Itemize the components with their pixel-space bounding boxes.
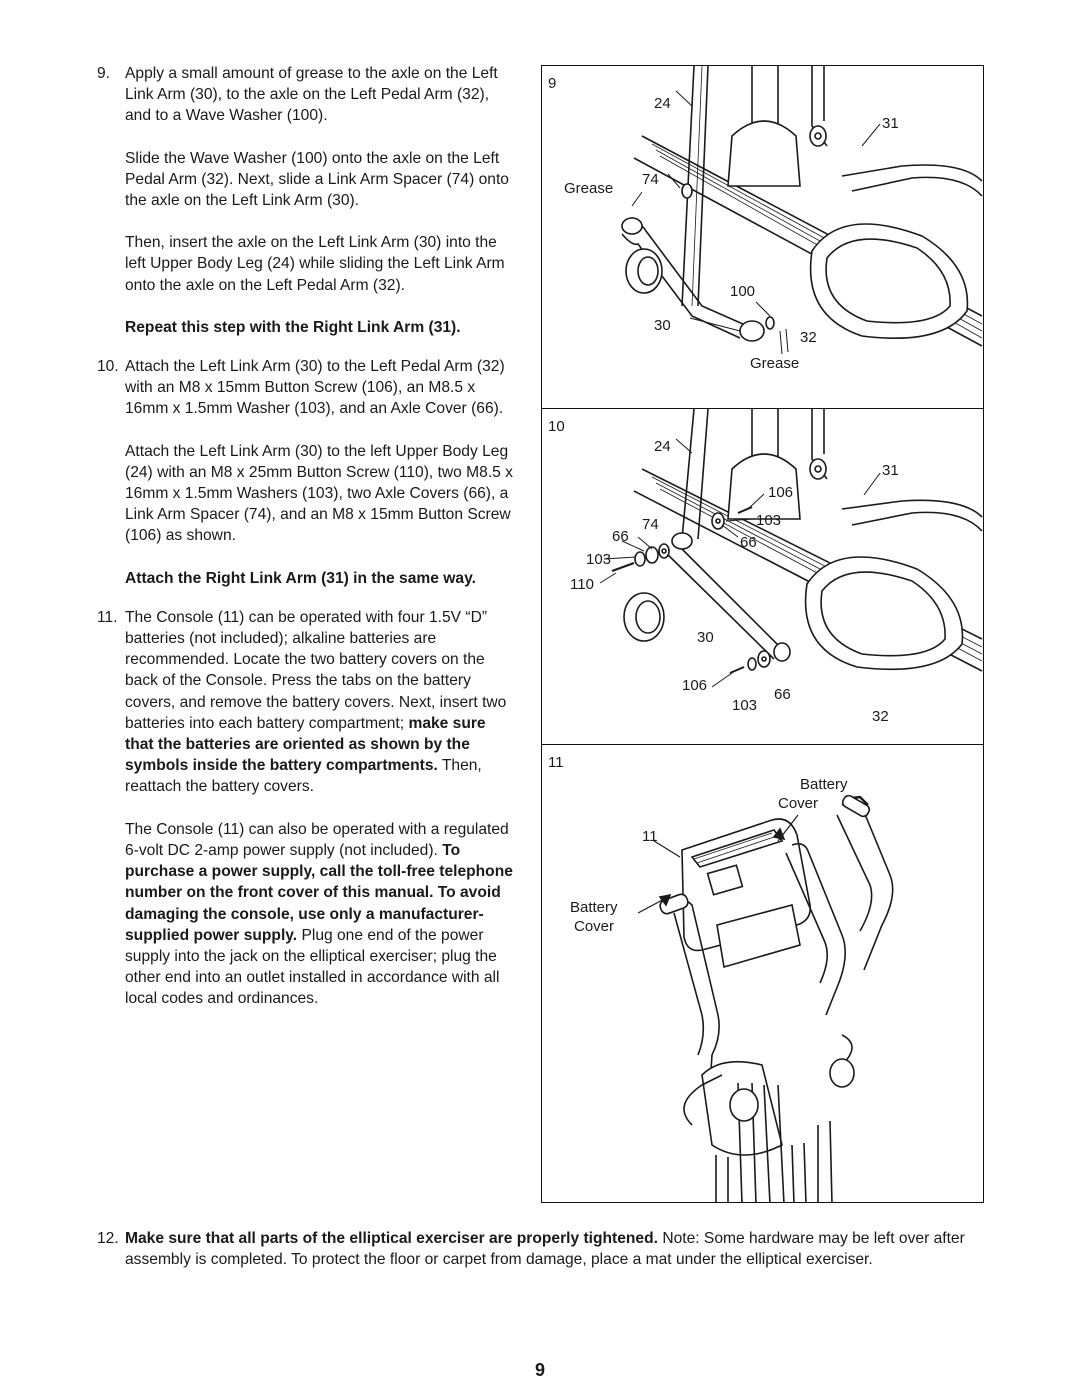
figure-10-label-106-bottom: 106 — [682, 677, 707, 694]
figure-10-label-66-right: 66 — [740, 534, 757, 551]
step-10-paragraph-2: Attach the Left Link Arm (30) to the lef… — [125, 442, 513, 545]
figure-11-label-battery-left: Battery — [570, 899, 618, 916]
figure-9-label-grease-top: Grease — [564, 180, 613, 197]
figure-11-label-cover-top: Cover — [778, 795, 818, 812]
figure-10-label-31: 31 — [882, 462, 899, 479]
step-12: 12. Make sure that all parts of the elli… — [97, 1228, 987, 1270]
step-number: 9. — [97, 65, 111, 82]
figure-11-label-cover-left: Cover — [574, 918, 614, 935]
step-11-warning: make sure that the batteries are oriente… — [125, 714, 486, 775]
instructions-column: 9. Apply a small amount of grease to the… — [97, 63, 515, 1028]
figure-10-label-32: 32 — [872, 708, 889, 725]
figure-10-label-66-bottom: 66 — [774, 686, 791, 703]
figure-9-label-32: 32 — [800, 329, 817, 346]
figure-10-label-103-top: 103 — [756, 512, 781, 529]
step-11: 11. The Console (11) can be operated wit… — [97, 607, 515, 1010]
step-9-paragraph-3: Then, insert the axle on the Left Link A… — [125, 234, 505, 294]
figure-9-number: 9 — [548, 75, 556, 92]
figure-10: 10 24 31 106 74 103 66 66 103 110 30 106… — [541, 408, 984, 745]
step-11-power-text-end: Plug one end of the power supply into th… — [125, 926, 500, 1008]
figure-11: 11 Battery Cover 11 Battery Cover — [541, 744, 984, 1203]
figure-9-illustration: 9 24 31 Grease 74 100 30 32 Grease — [548, 66, 983, 372]
figure-9-label-30: 30 — [654, 317, 671, 334]
figure-11-label-battery-top: Battery — [800, 776, 848, 793]
figure-9-label-24: 24 — [654, 95, 671, 112]
figure-9-label-100: 100 — [730, 283, 755, 300]
step-11-text-end: Then, reattach the battery covers. — [125, 757, 482, 796]
step-9-paragraph-1: Apply a small amount of grease to the ax… — [125, 65, 498, 125]
step-11-text: The Console (11) can be operated with fo… — [125, 608, 507, 732]
step-11-power-text: The Console (11) can also be operated wi… — [125, 820, 509, 859]
figure-9: 9 24 31 Grease 74 100 30 32 Grease — [541, 65, 984, 409]
figure-10-label-110: 110 — [570, 576, 594, 593]
figure-10-label-74: 74 — [642, 516, 659, 533]
figure-10-label-30: 30 — [697, 629, 714, 646]
page-number: 9 — [534, 1360, 545, 1380]
figure-10-label-66-left: 66 — [612, 528, 629, 545]
step-10-paragraph-1: Attach the Left Link Arm (30) to the Lef… — [125, 358, 505, 418]
step-number: 12. — [97, 1230, 119, 1247]
figure-11-illustration: 11 Battery Cover 11 Battery Cover — [548, 754, 894, 1202]
figure-10-label-24: 24 — [654, 438, 671, 455]
step-10-repeat-note: Attach the Right Link Arm (31) in the sa… — [125, 569, 476, 587]
figure-11-label-11: 11 — [642, 828, 658, 845]
figure-10-label-103-bottom: 103 — [732, 697, 757, 714]
step-11-paragraph-2: The Console (11) can also be operated wi… — [125, 819, 515, 1010]
figure-9-label-74: 74 — [642, 171, 659, 188]
figure-9-label-31: 31 — [882, 115, 899, 132]
step-11-paragraph-1: The Console (11) can be operated with fo… — [125, 607, 515, 798]
figure-10-label-103-left: 103 — [586, 551, 611, 568]
step-10: 10. Attach the Left Link Arm (30) to the… — [97, 356, 515, 589]
step-12-text: Note: Some hardware may be left over aft… — [125, 1230, 965, 1269]
step-9: 9. Apply a small amount of grease to the… — [97, 63, 515, 338]
step-12-warning: Make sure that all parts of the elliptic… — [125, 1230, 658, 1247]
step-number: 10. — [97, 358, 119, 376]
step-9-paragraph-2: Slide the Wave Washer (100) onto the axl… — [125, 149, 509, 210]
figure-10-illustration: 10 24 31 106 74 103 66 66 103 110 30 106… — [548, 409, 983, 725]
figure-11-number: 11 — [548, 754, 564, 771]
figure-10-label-106-top: 106 — [768, 484, 793, 501]
step-9-repeat-note: Repeat this step with the Right Link Arm… — [125, 318, 461, 336]
step-11-power-warning: To purchase a power supply, call the tol… — [125, 841, 513, 944]
figure-10-number: 10 — [548, 418, 565, 435]
figure-9-label-grease-bottom: Grease — [750, 355, 799, 372]
step-number: 11. — [97, 608, 118, 626]
